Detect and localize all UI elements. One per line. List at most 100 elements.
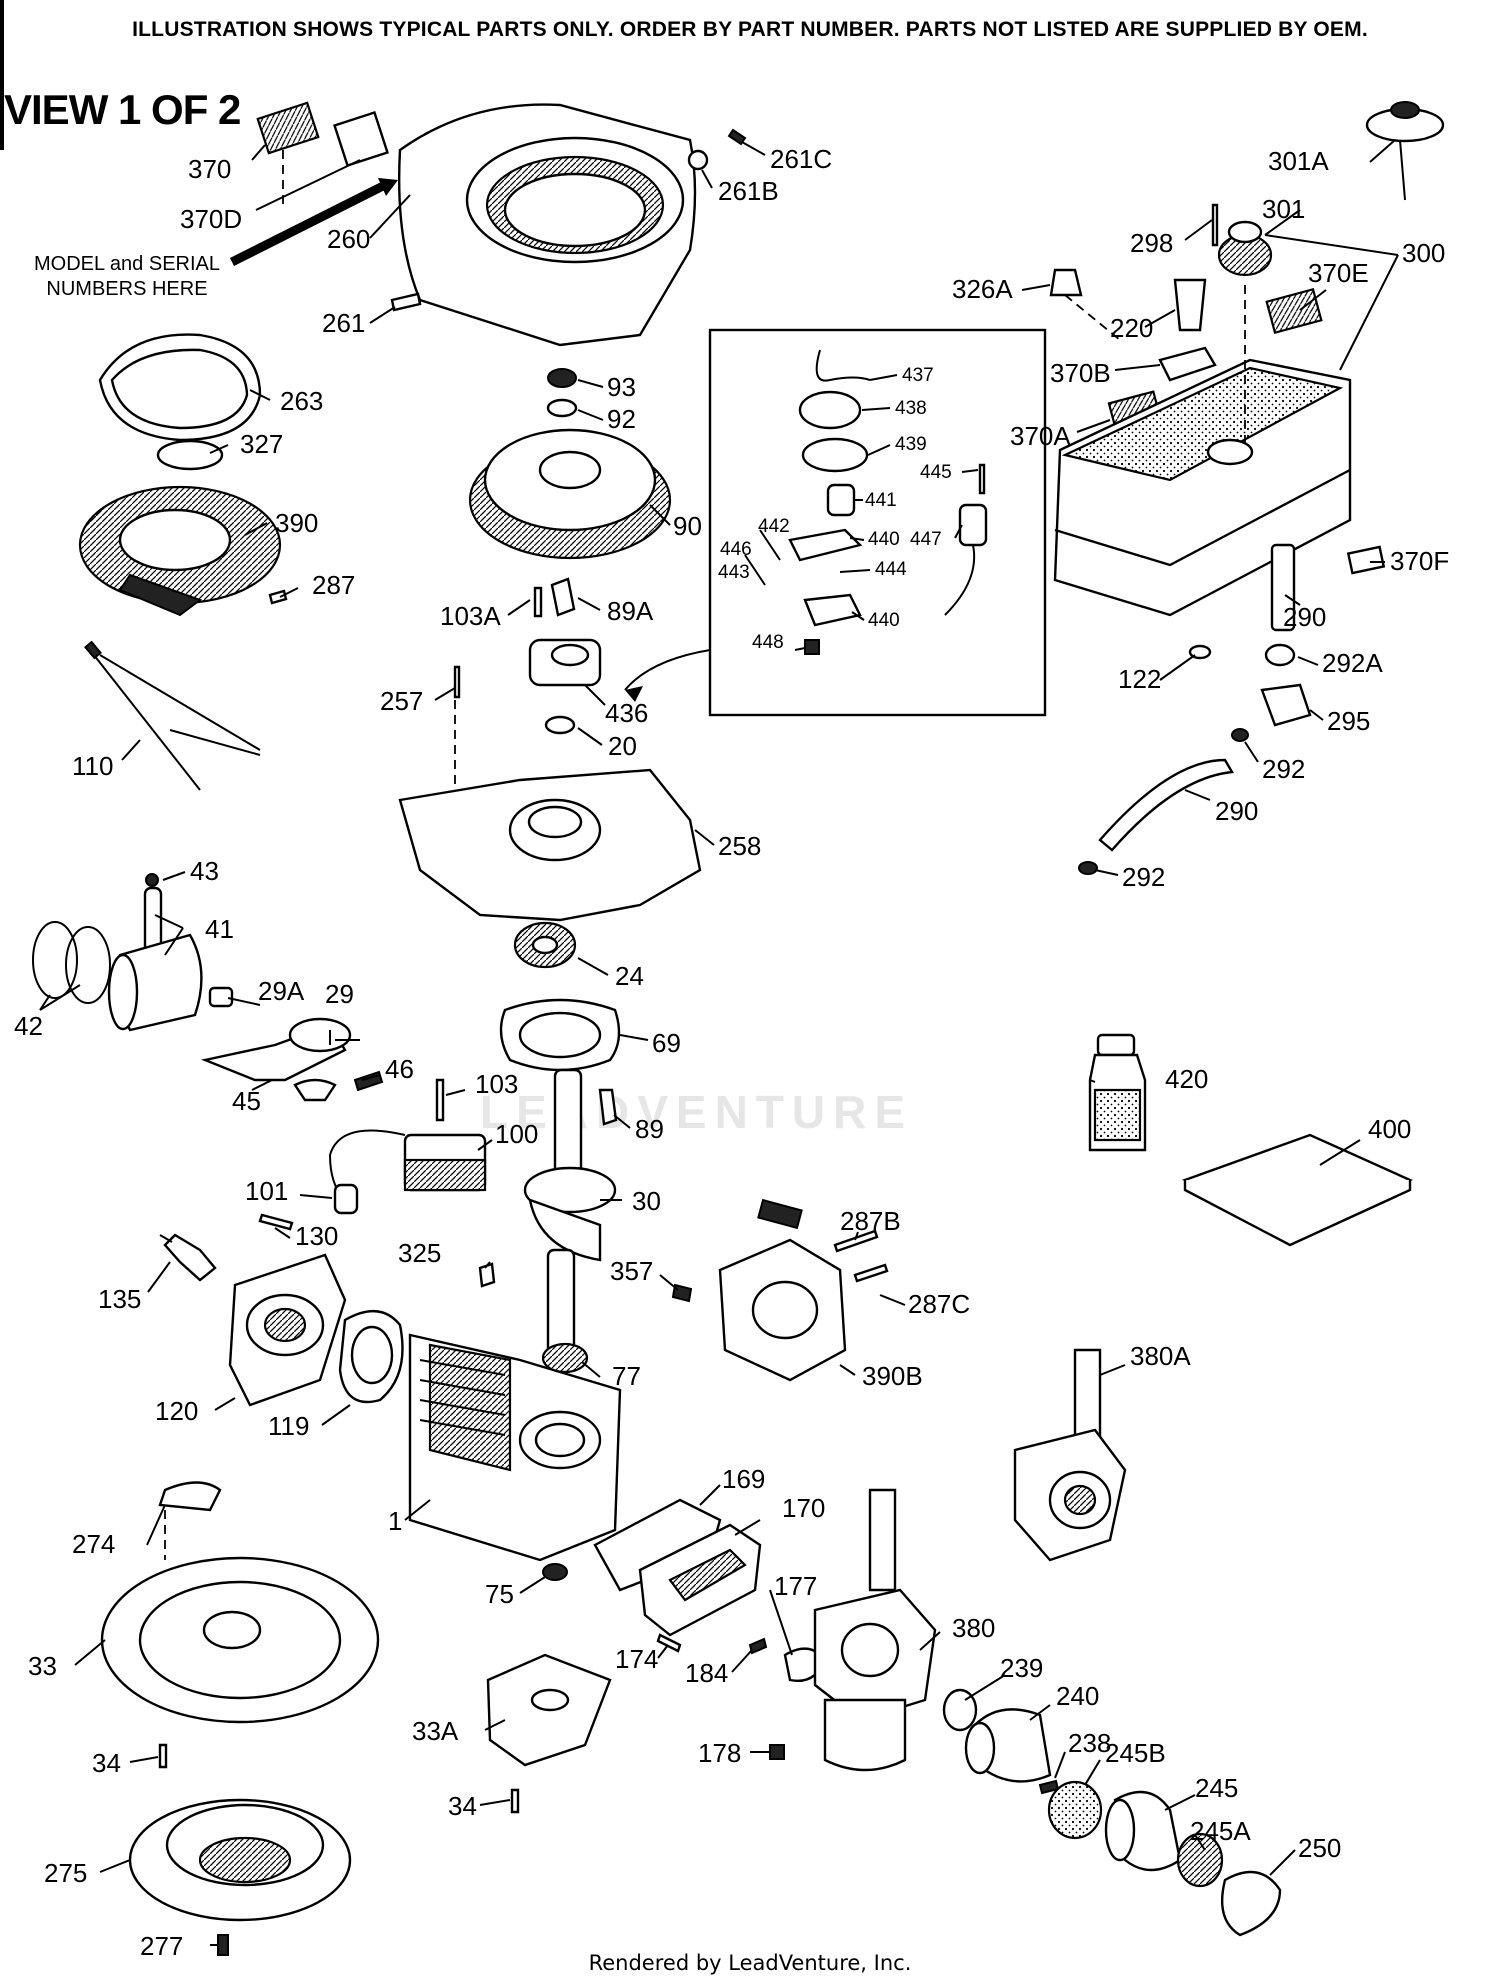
part-label-93: 93 <box>607 372 636 402</box>
part-label-245A: 245A <box>1190 1816 1251 1846</box>
part-label-103: 103 <box>475 1069 518 1099</box>
part-label-34: 34 <box>92 1748 121 1778</box>
part-label-436: 436 <box>605 698 648 728</box>
view-indicator: VIEW 1 OF 2 <box>4 86 241 133</box>
part-label-370E: 370E <box>1308 258 1369 288</box>
bearing-plate-120 <box>228 1253 347 1407</box>
part-label-261: 261 <box>322 308 365 338</box>
part-label-29: 29 <box>325 979 354 1009</box>
part-label-443: 443 <box>718 562 750 583</box>
part-label-42: 42 <box>14 1011 43 1041</box>
manual-400 <box>1182 1133 1413 1247</box>
control-bracket-390B <box>718 1198 889 1382</box>
part-label-292: 292 <box>1262 754 1305 784</box>
part-label-245: 245 <box>1195 1773 1238 1803</box>
part-number-labels: 370 370D 260 261C 261B 261 301A 301 298 … <box>14 144 1449 1961</box>
part-label-30: 30 <box>632 1186 661 1216</box>
illustration-notice: ILLUSTRATION SHOWS TYPICAL PARTS ONLY. O… <box>132 18 1368 41</box>
part-label-444: 444 <box>875 559 907 580</box>
part-label-277: 277 <box>140 1931 183 1961</box>
part-label-100: 100 <box>495 1119 538 1149</box>
part-label-239: 239 <box>1000 1653 1043 1683</box>
part-label-263: 263 <box>280 386 323 416</box>
part-label-33A: 33A <box>412 1716 459 1746</box>
part-label-46: 46 <box>385 1054 414 1084</box>
part-label-290b: 290 <box>1215 796 1258 826</box>
part-label-257: 257 <box>380 686 423 716</box>
part-label-103A: 103A <box>440 601 501 631</box>
part-label-69: 69 <box>652 1028 681 1058</box>
part-label-43: 43 <box>190 856 219 886</box>
part-label-89A: 89A <box>607 596 654 626</box>
part-label-250: 250 <box>1298 1833 1341 1863</box>
part-label-287C: 287C <box>908 1289 970 1319</box>
air-filter-parts <box>942 1688 1282 1937</box>
part-label-260: 260 <box>327 224 370 254</box>
part-label-438: 438 <box>895 398 927 419</box>
part-label-29A: 29A <box>258 976 305 1006</box>
flywheel-90 <box>468 428 672 560</box>
part-label-274: 274 <box>72 1529 115 1559</box>
recoil-starter <box>78 333 288 617</box>
part-label-41: 41 <box>205 914 234 944</box>
part-label-448: 448 <box>752 632 784 653</box>
part-label-92: 92 <box>607 404 636 434</box>
part-label-184: 184 <box>685 1658 728 1688</box>
part-label-287: 287 <box>312 570 355 600</box>
part-label-240: 240 <box>1056 1681 1099 1711</box>
part-label-420: 420 <box>1165 1064 1208 1094</box>
parts-drawings <box>32 101 1445 1956</box>
ignition-436 <box>528 638 602 687</box>
part-label-390: 390 <box>275 508 318 538</box>
part-label-24: 24 <box>615 961 644 991</box>
part-label-390B: 390B <box>862 1361 923 1391</box>
blower-housing-260 <box>229 103 697 347</box>
part-label-298: 298 <box>1130 228 1173 258</box>
part-label-290: 290 <box>1283 602 1326 632</box>
piston-group <box>32 873 203 1032</box>
part-label-261B: 261B <box>718 176 779 206</box>
part-label-447: 447 <box>910 529 942 550</box>
part-label-20: 20 <box>608 731 637 761</box>
part-label-292A: 292A <box>1322 648 1383 678</box>
part-label-130: 130 <box>295 1221 338 1251</box>
part-label-177: 177 <box>774 1571 817 1601</box>
part-label-174: 174 <box>615 1644 658 1674</box>
part-label-292b: 292 <box>1122 862 1165 892</box>
fuel-cap-301 <box>1211 101 1445 277</box>
part-label-380A: 380A <box>1130 1341 1191 1371</box>
part-label-439: 439 <box>895 434 927 455</box>
part-label-220: 220 <box>1110 313 1153 343</box>
part-label-357: 357 <box>610 1256 653 1286</box>
watermark: LEADVENTURE <box>480 1086 914 1138</box>
part-label-400: 400 <box>1368 1114 1411 1144</box>
part-label-34b: 34 <box>448 1791 477 1821</box>
part-label-370A: 370A <box>1010 421 1071 451</box>
part-label-120: 120 <box>155 1396 198 1426</box>
part-label-101: 101 <box>245 1176 288 1206</box>
part-label-261C: 261C <box>770 144 832 174</box>
part-label-370: 370 <box>188 154 231 184</box>
part-label-245B: 245B <box>1105 1738 1166 1768</box>
part-label-326A: 326A <box>952 274 1013 304</box>
part-label-300: 300 <box>1402 238 1445 268</box>
part-label-33: 33 <box>28 1651 57 1681</box>
decal-370 <box>256 101 389 210</box>
model-serial-note: MODEL and SERIAL NUMBERS HERE <box>33 253 220 300</box>
crankshaft-30 <box>523 1068 617 1460</box>
part-label-238: 238 <box>1068 1728 1111 1758</box>
part-label-441: 441 <box>865 490 897 511</box>
footer-credit: Rendered by LeadVenture, Inc. <box>588 1951 912 1975</box>
part-label-45: 45 <box>232 1086 261 1116</box>
part-label-135: 135 <box>98 1284 141 1314</box>
part-label-77: 77 <box>612 1361 641 1391</box>
frame-edge <box>0 0 4 150</box>
fuel-line-290 <box>1078 543 1312 875</box>
part-label-380: 380 <box>952 1613 995 1643</box>
fuel-tank <box>1053 285 1352 617</box>
part-label-89: 89 <box>635 1114 664 1144</box>
muffler-170 <box>593 1498 762 1637</box>
part-label-275: 275 <box>44 1858 87 1888</box>
part-label-301A: 301A <box>1268 146 1329 176</box>
